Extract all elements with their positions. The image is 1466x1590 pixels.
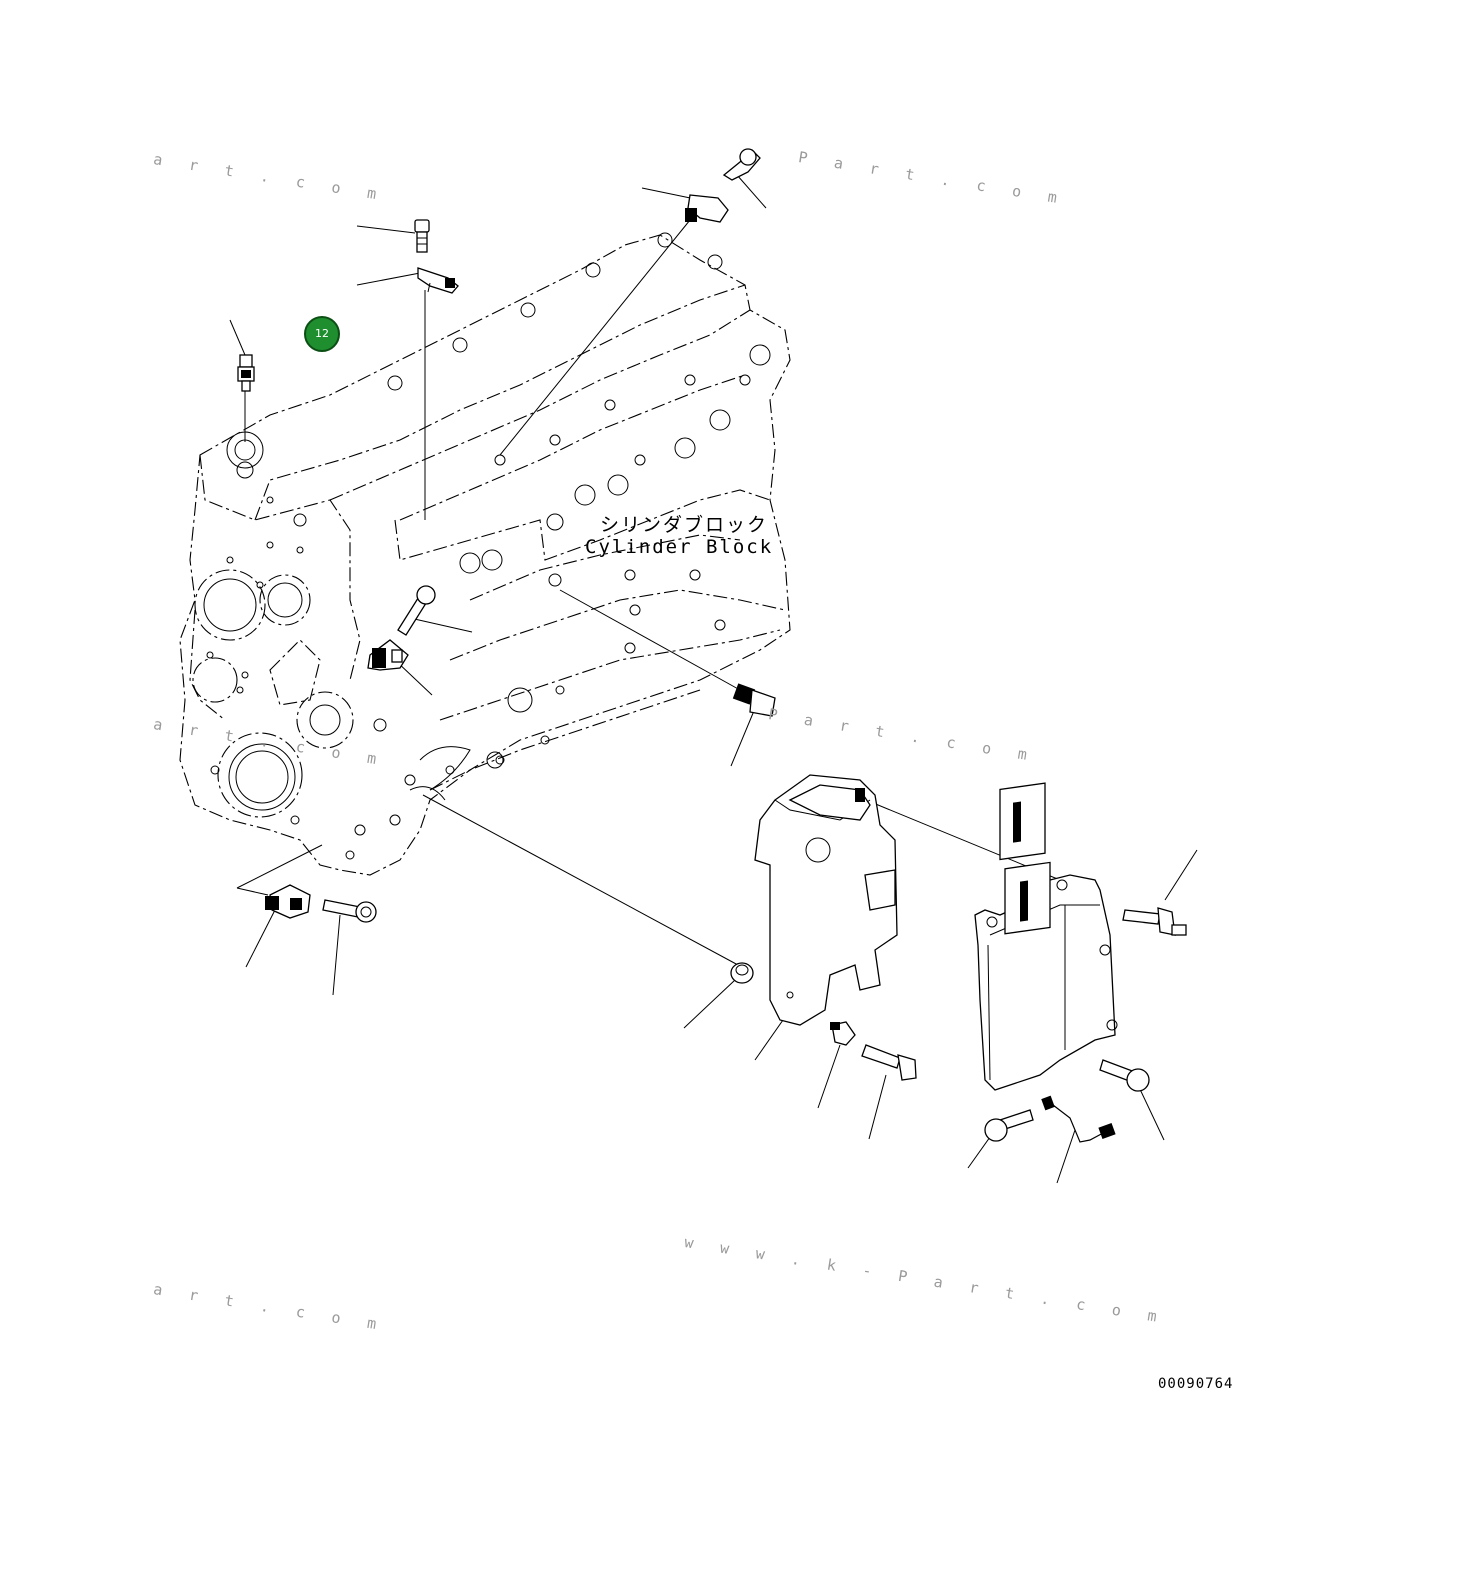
- bolt-lower-left: [322, 899, 377, 923]
- speed-sensor-right: [732, 683, 776, 717]
- callout-12-marker[interactable]: 12: [304, 316, 340, 352]
- stud-bolt-middle: [397, 585, 436, 636]
- cylinder-block-label-jp: シリンダブロック: [600, 514, 769, 536]
- leader-lines: [229, 174, 1198, 1184]
- sensor-top-right: [685, 148, 761, 223]
- drawing-number: 00090764: [1158, 1376, 1234, 1392]
- sensor-top-center: [417, 267, 459, 294]
- temperature-sensor-left: [237, 354, 255, 392]
- nut-bracket: [830, 1021, 856, 1046]
- sensor-middle: [367, 639, 409, 671]
- bolt-bracket-front: [861, 1044, 917, 1081]
- cylinder-block-label-en: Cylinder Block: [585, 536, 774, 558]
- sensor-lower-left: [265, 884, 311, 919]
- collar-spacer: [730, 962, 754, 984]
- bolt-top-center: [414, 219, 430, 253]
- ground-wire-harness: [1041, 1095, 1116, 1143]
- bolt-ecu-lower-right: [1099, 1059, 1150, 1092]
- engine-controller-ecu: [974, 782, 1118, 1091]
- cylinder-block: [179, 232, 791, 876]
- bolt-ecu-lower-left: [984, 1109, 1034, 1142]
- bolt-ecu-right: [1122, 907, 1187, 936]
- ecu-bracket: [754, 774, 898, 1026]
